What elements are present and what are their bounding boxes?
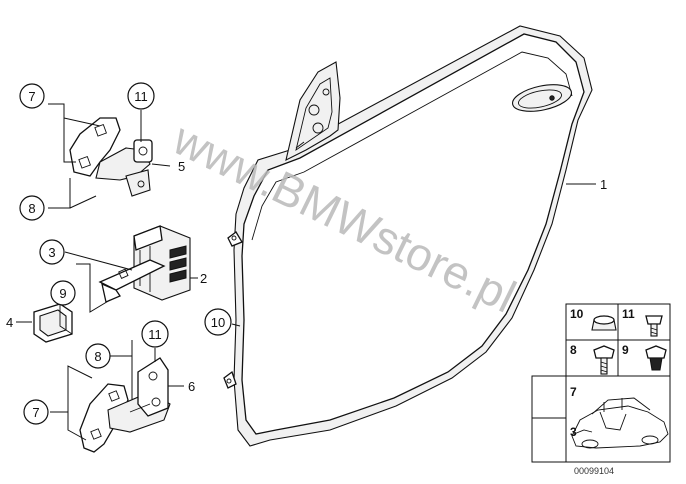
callout-5: 5 (178, 159, 185, 174)
svg-text:9: 9 (622, 343, 629, 357)
callout-8-lower: 8 (85, 343, 111, 369)
callout-8-upper: 8 (19, 195, 45, 221)
svg-text:10: 10 (570, 307, 584, 321)
svg-text:9: 9 (59, 286, 66, 301)
callout-6: 6 (188, 379, 195, 394)
callout-7-upper: 7 (19, 83, 45, 109)
callout-7-lower: 7 (23, 399, 49, 425)
svg-text:11: 11 (134, 89, 148, 104)
svg-text:6: 6 (188, 379, 195, 394)
svg-text:7: 7 (28, 89, 35, 104)
lower-door-hinge (79, 357, 171, 453)
svg-text:10: 10 (211, 315, 225, 330)
callout-1: 1 (600, 177, 607, 192)
legend-side-cells (531, 375, 567, 463)
svg-text:3: 3 (48, 245, 55, 260)
svg-text:5: 5 (178, 159, 185, 174)
callout-2: 2 (200, 271, 207, 286)
legend-cell-8: 8 (570, 343, 615, 375)
legend-cell-9: 9 (622, 343, 667, 371)
leader-lines (16, 103, 596, 441)
callout-4: 4 (6, 315, 13, 330)
svg-text:4: 4 (6, 315, 13, 330)
door-stop-buffer (33, 303, 73, 343)
door-check-strap (98, 225, 191, 303)
image-code: 00099104 (574, 466, 614, 476)
callout-10: 10 (204, 308, 232, 336)
svg-text:1: 1 (600, 177, 607, 192)
callouts: 7 11 5 8 3 9 2 4 11 (6, 82, 607, 425)
svg-text:11: 11 (622, 307, 635, 321)
svg-text:2: 2 (200, 271, 207, 286)
svg-text:8: 8 (94, 349, 101, 364)
car-thumbnail (571, 397, 669, 449)
legend-cell-10: 10 (570, 307, 617, 331)
legend-cell-11: 11 (622, 307, 663, 337)
door-shell (223, 25, 593, 447)
callout-3: 3 (39, 239, 65, 265)
callout-9: 9 (50, 280, 76, 306)
svg-text:11: 11 (148, 327, 162, 342)
callout-11-lower: 11 (141, 320, 169, 348)
upper-door-hinge (69, 117, 153, 197)
svg-text:8: 8 (570, 343, 577, 357)
svg-text:7: 7 (570, 385, 577, 399)
callout-11-upper: 11 (127, 82, 155, 110)
svg-text:8: 8 (28, 201, 35, 216)
svg-text:7: 7 (32, 405, 39, 420)
